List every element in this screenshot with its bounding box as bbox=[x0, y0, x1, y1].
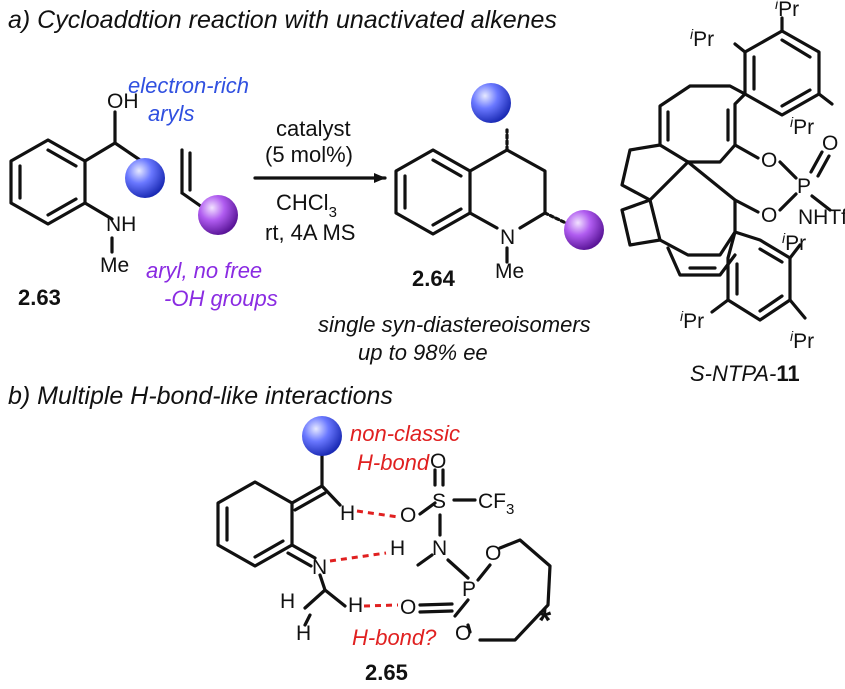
hbond-dash-1 bbox=[356, 509, 399, 519]
s-atom: S bbox=[432, 490, 446, 513]
alkene bbox=[180, 148, 238, 235]
ipr-upper-right: iPr bbox=[790, 114, 814, 139]
aryl-ball-alkene bbox=[198, 195, 238, 235]
h-vinyl: H bbox=[340, 502, 355, 525]
ipr-upper-left: iPr bbox=[690, 26, 714, 51]
cf3-label: CF3 bbox=[478, 490, 514, 518]
electron-rich-label-1: electron-rich bbox=[128, 73, 249, 98]
me-label-264: Me bbox=[495, 260, 524, 283]
solvent-label: CHCl3 bbox=[276, 190, 337, 221]
compound-265-label: 2.65 bbox=[365, 660, 408, 685]
h-methyl-1: H bbox=[280, 590, 295, 613]
compound-2-63: OH NH Me 2.63 bbox=[9, 90, 165, 310]
electron-rich-aryl-ball-265 bbox=[302, 416, 342, 456]
ipr-lower-right: iPr bbox=[790, 328, 814, 353]
n-amide: N bbox=[432, 537, 447, 560]
catalyst-loading: (5 mol%) bbox=[265, 142, 353, 167]
ipr-lower-left: iPr bbox=[680, 308, 704, 333]
oh-label: OH bbox=[107, 90, 139, 113]
me-label: Me bbox=[100, 254, 129, 277]
catalyst-label: catalyst bbox=[276, 116, 351, 141]
electron-rich-aryl-ball bbox=[125, 158, 165, 198]
cat-o-upper: O bbox=[761, 149, 777, 172]
hbond-dash-3 bbox=[363, 603, 399, 608]
aryl-label-2: -OH groups bbox=[164, 286, 278, 311]
catalyst-fragment-265: O O S CF3 N H P O O O * bbox=[390, 450, 552, 645]
ipr-top: iPr bbox=[775, 0, 799, 21]
p-265: P bbox=[462, 578, 476, 601]
nonclassic-label-2: H-bond bbox=[357, 450, 430, 475]
catalyst-structure: O O P O NHTf iPr iPr iPr iPr iPr iPr bbox=[620, 0, 845, 353]
result-line-2: up to 98% ee bbox=[358, 340, 488, 365]
compound-263-label: 2.63 bbox=[18, 285, 61, 310]
conditions-label: rt, 4A MS bbox=[265, 220, 355, 245]
hbond-dash-2 bbox=[329, 551, 387, 563]
chiral-star: * bbox=[538, 602, 552, 640]
electron-rich-aryl-ball-264 bbox=[471, 83, 511, 123]
h-amide: H bbox=[390, 537, 405, 560]
n-label-264: N bbox=[500, 226, 515, 249]
ipr-lower-top: iPr bbox=[782, 230, 806, 255]
n-265: N bbox=[312, 556, 327, 579]
compound-2-64: N Me 2.64 bbox=[394, 83, 604, 291]
compound-2-65: H N H H H bbox=[216, 416, 363, 645]
h-methyl-3: H bbox=[296, 622, 311, 645]
aryl-ball-264 bbox=[564, 210, 604, 250]
section-a-title: a) Cycloaddtion reaction with unactivate… bbox=[8, 6, 557, 34]
cat-o-lower: O bbox=[761, 204, 777, 227]
section-b-title: b) Multiple H-bond-like interactions bbox=[8, 382, 393, 410]
nh-label: NH bbox=[106, 213, 136, 236]
cat-nhtf: NHTf bbox=[798, 206, 845, 229]
result-line-1: single syn-diastereoisomers bbox=[318, 312, 591, 337]
cat-o-double: O bbox=[822, 132, 838, 155]
hbond-question-label: H-bond? bbox=[352, 625, 437, 650]
o-ring-upper: O bbox=[485, 542, 501, 565]
catalyst-name: S-NTPA-11 bbox=[690, 361, 800, 386]
nonclassic-label-1: non-classic bbox=[350, 421, 460, 446]
aryl-label-1: aryl, no free bbox=[146, 258, 262, 283]
compound-264-label: 2.64 bbox=[412, 266, 456, 291]
h-methyl-2: H bbox=[348, 594, 363, 617]
electron-rich-label-2: aryls bbox=[148, 101, 194, 126]
o-phosphoryl: O bbox=[400, 596, 416, 619]
o-sulfonyl-top: O bbox=[430, 450, 446, 473]
cat-p: P bbox=[797, 175, 811, 198]
o-sulfonyl-left: O bbox=[400, 504, 416, 527]
